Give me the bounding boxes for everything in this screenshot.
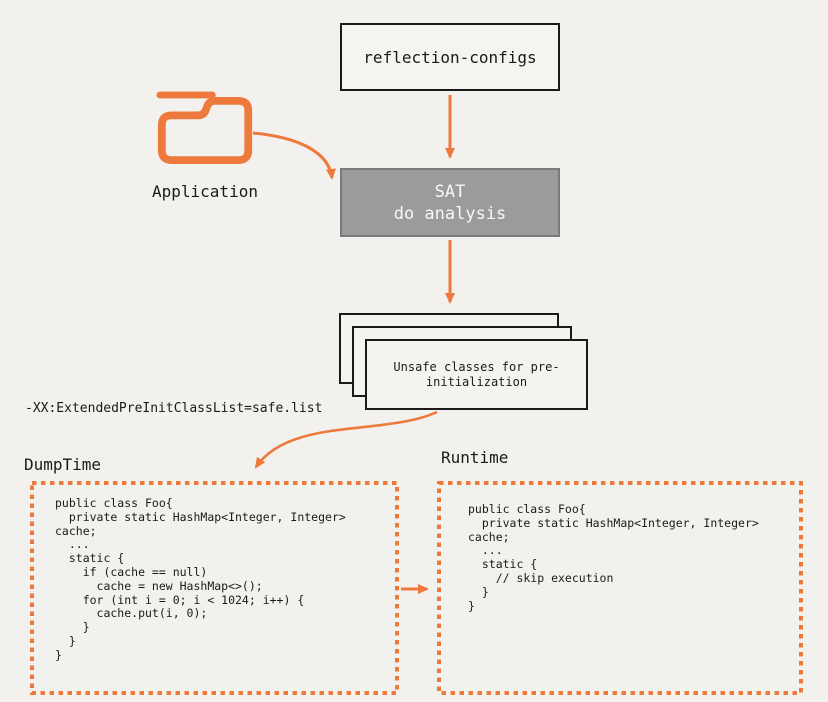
reflection-configs-label: reflection-configs [363, 47, 537, 67]
sat-label-line1: SAT [434, 181, 466, 202]
sat-label-line2: do analysis [393, 203, 507, 224]
dumptime-title: DumpTime [24, 455, 102, 474]
runtime-title: Runtime [441, 448, 509, 467]
arrow-stack-to-dumptime [254, 410, 438, 469]
unsafe-classes-label-line1: Unsafe classes for pre- [393, 359, 560, 374]
runtime-code-block: public class Foo{ private static HashMap… [468, 502, 759, 613]
arrow-application-to-sat [252, 131, 336, 180]
application-label: Application [152, 182, 258, 201]
unsafe-classes-node: Unsafe classes for pre- initialization [365, 339, 588, 410]
sat-node: SAT do analysis [340, 168, 560, 237]
dumptime-code-block: public class Foo{ private static HashMap… [55, 496, 346, 662]
folder-icon [156, 91, 253, 164]
reflection-configs-node: reflection-configs [340, 23, 560, 91]
unsafe-classes-label-line2: initialization [425, 374, 528, 389]
jvm-flag-label: -XX:ExtendedPreInitClassList=safe.list [25, 401, 323, 416]
